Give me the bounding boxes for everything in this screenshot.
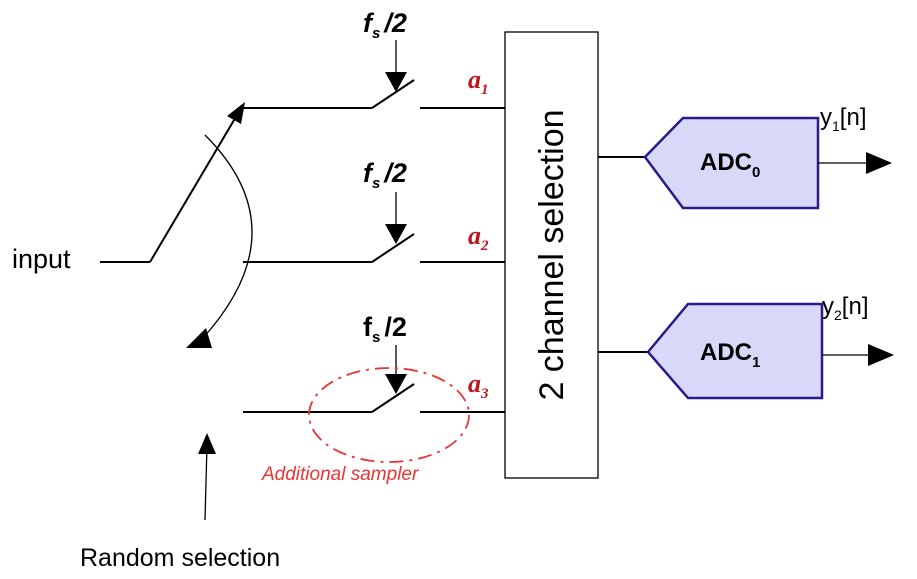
branch-label-a3: a3	[468, 369, 489, 402]
clock-label-2: fs/2	[363, 158, 407, 192]
random-selection-pointer	[204, 444, 208, 521]
branch-label-a2: a2	[468, 221, 489, 254]
adc0-label: ADC0	[700, 149, 760, 181]
switch-blade-3	[371, 383, 415, 413]
clock-label-3: fs/2	[363, 312, 407, 346]
branch-2: fs/2 a2	[243, 158, 505, 263]
clock-label-1: fs/2	[363, 8, 407, 42]
adc1-label: ADC1	[700, 339, 760, 371]
selector-arm-arrowhead	[227, 102, 245, 124]
additional-sampler-highlight	[308, 367, 470, 463]
adc1-block	[646, 302, 824, 400]
rotation-arrow	[202, 134, 253, 339]
clock-arrowhead-2	[385, 224, 407, 244]
output-label-y1: y1[n]	[820, 104, 866, 134]
clock-arrowhead-3	[385, 374, 407, 394]
rotation-arrowhead	[186, 328, 212, 348]
output-label-y2: y2[n]	[822, 293, 868, 323]
clock-arrowhead-1	[385, 72, 407, 92]
branch-3: fs/2 a3 Additional sampler	[243, 312, 505, 485]
channel-selection-label: 2 channel selection	[533, 109, 571, 400]
input-label: input	[12, 244, 71, 274]
branch-1: fs/2 a1	[240, 8, 505, 109]
switch-blade-1	[371, 79, 415, 109]
adc1-output-arrowhead	[868, 344, 894, 366]
branch-label-a1: a1	[468, 65, 489, 98]
adc0-output-arrowhead	[866, 152, 892, 174]
additional-sampler-label: Additional sampler	[261, 464, 419, 485]
channel-selection-block	[504, 31, 599, 479]
switch-blade-2	[371, 233, 415, 263]
selector-arm	[149, 109, 241, 263]
random-selection-arrowhead	[198, 433, 216, 454]
random-selection-label: Random selection	[80, 544, 280, 572]
